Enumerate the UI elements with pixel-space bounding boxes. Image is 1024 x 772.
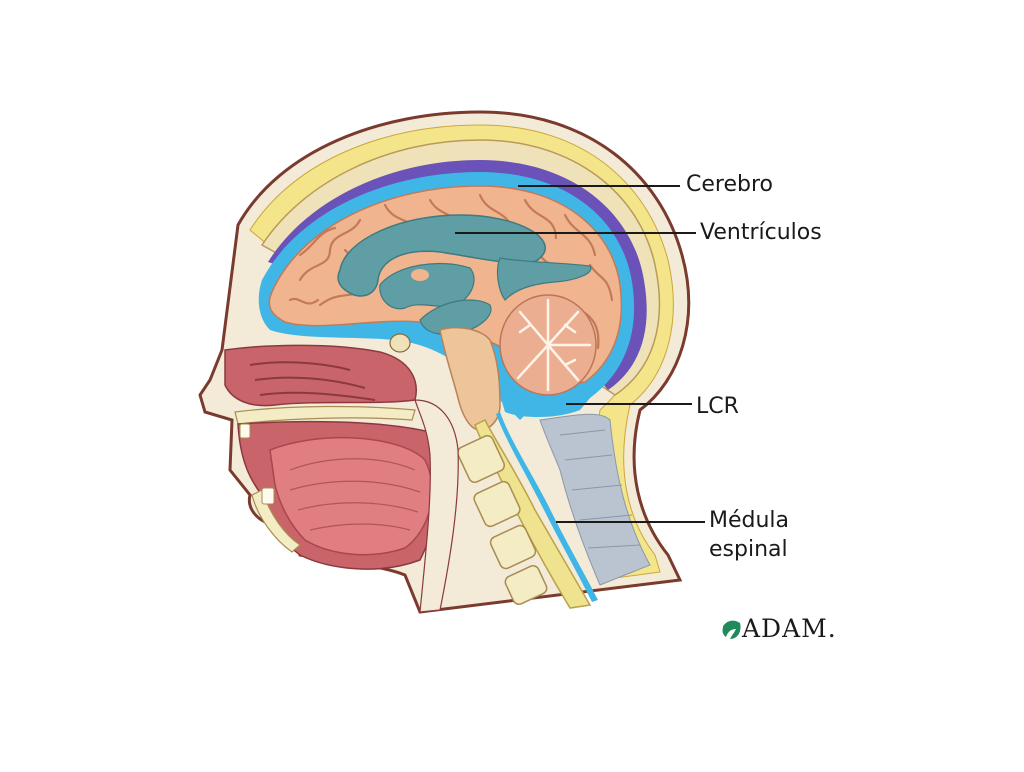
adam-logo-leaf-icon	[722, 620, 741, 639]
callout-leader-lines	[455, 185, 705, 523]
label-medula-line1: Médula	[709, 508, 790, 533]
tongue	[269, 436, 433, 556]
hard-palate	[234, 405, 416, 425]
ventricle-posterior-horn	[496, 257, 592, 301]
brainstem	[439, 327, 501, 431]
teeth	[239, 423, 275, 505]
cervical-vertebrae	[456, 434, 548, 605]
label-medula-line2: espinal	[709, 537, 788, 562]
spinal-canal-csf	[496, 412, 598, 602]
nasal-turbinates	[249, 361, 376, 401]
fourth-ventricle	[419, 299, 492, 335]
mandible	[251, 489, 301, 553]
pituitary-gland	[389, 333, 411, 353]
cisterna-magna-csf	[500, 395, 590, 417]
adam-logo-text: ADAM.	[742, 614, 837, 643]
cerebellum	[499, 294, 597, 396]
tongue-fibers	[289, 458, 421, 531]
lateral-ventricle	[337, 214, 546, 297]
label-lcr: LCR	[696, 394, 739, 419]
neck-muscle-fibers	[559, 429, 641, 549]
label-cerebro: Cerebro	[686, 172, 773, 197]
pharynx	[414, 399, 459, 613]
neck-muscles	[539, 413, 651, 586]
label-ventriculos: Ventrículos	[700, 220, 822, 245]
nasal-cavity	[224, 344, 417, 407]
ventricle-foramen	[411, 269, 429, 281]
